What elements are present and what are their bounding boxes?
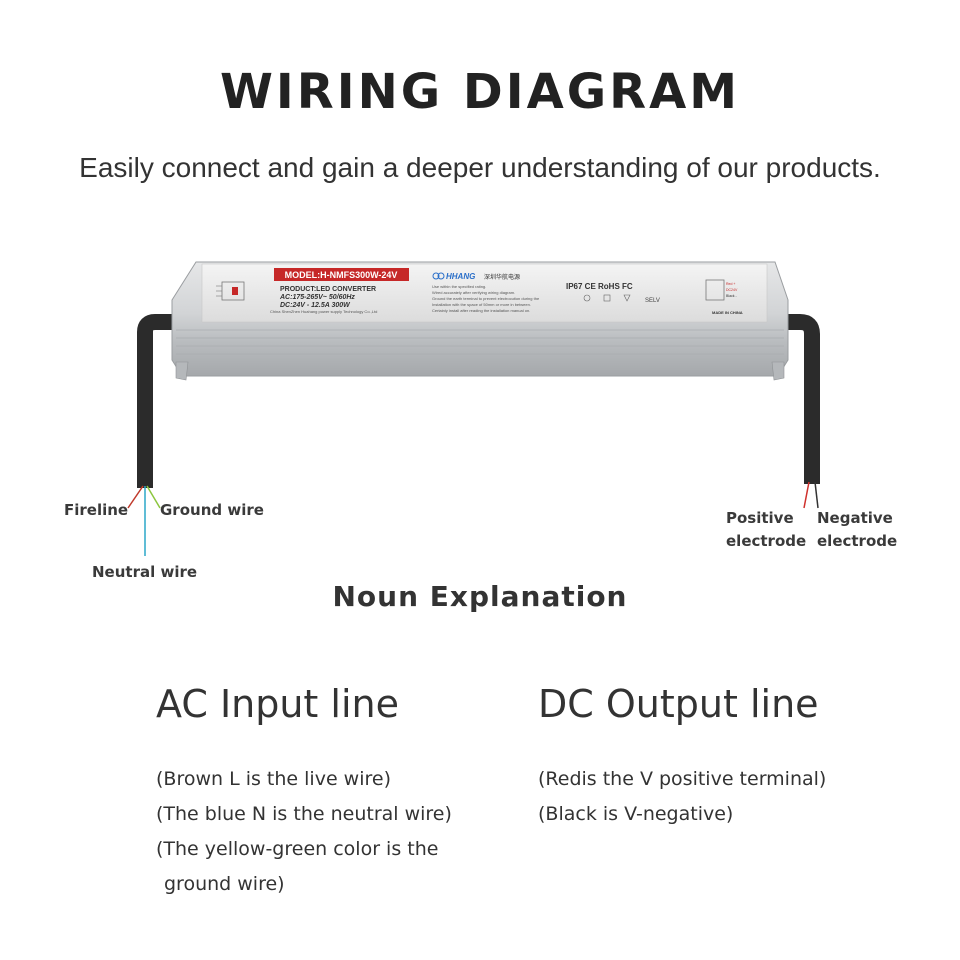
positive-label-line1: Positive bbox=[726, 509, 794, 527]
dc-output-cable bbox=[770, 314, 820, 484]
cert-icons bbox=[583, 294, 631, 302]
ac-input-heading: AC Input line bbox=[156, 682, 399, 726]
svg-text:Red +: Red + bbox=[726, 282, 735, 286]
brand-name: HHANG bbox=[446, 272, 475, 281]
svg-text:Certainly install after readin: Certainly install after reading the inst… bbox=[432, 308, 530, 313]
left-mount-tab bbox=[175, 361, 189, 381]
positive-wire bbox=[803, 481, 810, 509]
wiring-diagram: MODEL:H-NMFS300W-24V PRODUCT:LED CONVERT… bbox=[127, 261, 820, 556]
svg-text:DC24V: DC24V bbox=[726, 288, 738, 292]
svg-text:Wired accurately after verifyi: Wired accurately after verifying wiring … bbox=[432, 290, 515, 295]
certifications-text: IP67 CE RoHS FC bbox=[566, 282, 633, 291]
svg-text:Use within the specified ratin: Use within the specified rating. bbox=[432, 284, 486, 289]
selv-text: SELV bbox=[645, 298, 660, 304]
svg-text:Ground the earth terminal to p: Ground the earth terminal to prevent ele… bbox=[432, 296, 540, 301]
brand-name-cn: 深圳华航电源 bbox=[484, 273, 520, 281]
noun-explanation-title: Noun Explanation bbox=[332, 580, 628, 613]
input-schematic-icon bbox=[216, 281, 245, 301]
right-mount-tab bbox=[771, 361, 785, 381]
ground-wire bbox=[146, 485, 161, 509]
neutral-wire-label: Neutral wire bbox=[92, 563, 198, 581]
page-title: WIRING DIAGRAM bbox=[219, 64, 741, 120]
ac-line-4: ground wire) bbox=[164, 873, 285, 895]
ac-rating-text: AC:175-265V~ 50/60Hz bbox=[279, 294, 355, 301]
dc-rating-text: DC:24V - 12.5A 300W bbox=[280, 302, 351, 309]
svg-text:Black -: Black - bbox=[726, 294, 738, 298]
product-line-text: PRODUCT:LED CONVERTER bbox=[280, 286, 376, 293]
positive-label-line2: electrode bbox=[726, 532, 807, 550]
housing-fins bbox=[176, 329, 784, 355]
negative-wire bbox=[814, 481, 819, 509]
ac-line-3: (The yellow-green color is the bbox=[156, 838, 439, 860]
svg-text:Installation with the space of: Installation with the space of 50mm or m… bbox=[432, 302, 531, 307]
fireline-label: Fireline bbox=[64, 501, 129, 519]
negative-label-line2: electrode bbox=[817, 532, 898, 550]
made-in-text: MADE IN CHINA bbox=[712, 310, 743, 315]
output-schematic-icon: Red + DC24V Black - bbox=[705, 279, 738, 301]
maker-text: China ShenZhen Huahang power supply Tech… bbox=[270, 309, 377, 314]
ground-wire-label: Ground wire bbox=[160, 501, 264, 519]
ac-input-description: (Brown L is the live wire) (The blue N i… bbox=[156, 762, 452, 902]
brand-logo: HHANG 深圳华航电源 bbox=[432, 272, 520, 281]
negative-label-line1: Negative bbox=[817, 509, 893, 527]
dc-output-heading: DC Output line bbox=[538, 682, 819, 726]
usage-notes: Use within the specified rating. Wired a… bbox=[432, 284, 540, 313]
model-banner-text: MODEL:H-NMFS300W-24V bbox=[285, 270, 398, 280]
dc-output-description: (Redis the V positive terminal) (Black i… bbox=[538, 762, 826, 832]
dc-line-1: (Redis the V positive terminal) bbox=[538, 768, 827, 790]
ac-input-cable bbox=[137, 314, 195, 488]
dc-line-2: (Black is V-negative) bbox=[538, 803, 734, 825]
page-subtitle: Easily connect and gain a deeper underst… bbox=[79, 152, 881, 183]
ac-line-2: (The blue N is the neutral wire) bbox=[156, 803, 452, 825]
fireline-wire bbox=[127, 485, 144, 509]
ac-line-1: (Brown L is the live wire) bbox=[156, 768, 391, 790]
model-banner bbox=[274, 268, 409, 281]
